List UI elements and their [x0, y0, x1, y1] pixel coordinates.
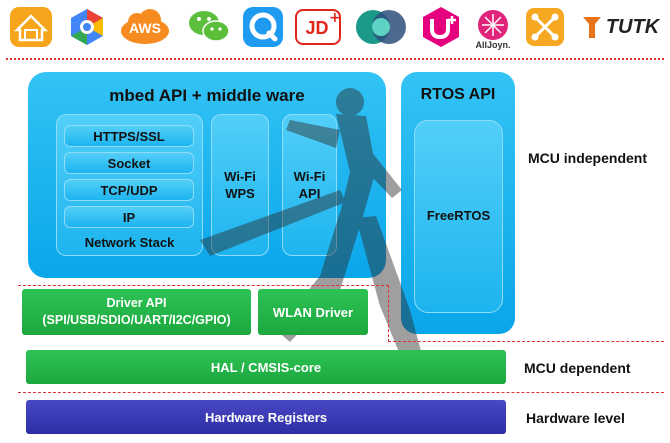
driver-api-buses: (SPI/USB/SDIO/UART/I2C/GPIO) — [42, 313, 231, 327]
wlan-driver-block: WLAN Driver — [258, 289, 368, 335]
jd-logo: + JD — [294, 6, 342, 48]
q-circle-icon — [243, 7, 283, 47]
overlapping-hexagons-icon — [356, 10, 406, 44]
wifi-wps-line1: Wi-Fi — [224, 169, 256, 184]
alljoyn-label: AllJoyn. — [475, 40, 511, 50]
jd-label: JD — [305, 18, 329, 38]
home-icon — [10, 7, 52, 47]
driver-api-block: Driver API (SPI/USB/SDIO/UART/I2C/GPIO) — [22, 289, 251, 335]
wifi-api-box — [282, 114, 337, 256]
cloud-icon — [121, 9, 169, 44]
independent-boundary — [18, 285, 389, 286]
qq-browser-logo — [240, 6, 286, 48]
https-ssl-layer: HTTPS/SSL — [64, 125, 194, 147]
tutk-label: TUTK — [605, 15, 660, 38]
wifi-api-label: Wi-Fi API — [282, 168, 337, 202]
jd-plus-icon: + — [295, 9, 341, 45]
freertos-label: FreeRTOS — [426, 208, 491, 223]
figure-watermark — [200, 88, 426, 374]
alljoyn-logo: AllJoyn. — [468, 6, 518, 56]
tutk-mark-icon — [582, 17, 601, 38]
hal-cmsis-block: HAL / CMSIS-core — [26, 350, 506, 384]
driver-api-text: Driver API (SPI/USB/SDIO/UART/I2C/GPIO) — [42, 295, 230, 329]
wifi-wps-line2: WPS — [225, 186, 255, 201]
wechat-logo — [186, 6, 232, 48]
smart-home-logo — [522, 6, 568, 48]
network-stack-label: Network Stack — [84, 235, 175, 250]
aws-logo: AWS — [118, 6, 172, 48]
u-plus-icon — [423, 7, 459, 47]
rtos-title: RTOS API — [420, 86, 496, 103]
socket-layer: Socket — [64, 152, 194, 174]
u-plus-logo — [418, 6, 464, 48]
mcu-independent-label: MCU independent — [528, 150, 647, 166]
hexagon-icon — [71, 9, 103, 45]
tutk-logo: TUTK — [574, 6, 666, 48]
mbed-title: mbed API + middle ware — [109, 86, 305, 105]
top-divider — [6, 58, 664, 60]
chat-bubbles-icon — [189, 11, 230, 42]
driver-api-title: Driver API — [106, 296, 167, 310]
hardware-divider — [18, 392, 664, 393]
independent-boundary-right — [388, 341, 664, 342]
mcu-dependent-label: MCU dependent — [524, 360, 631, 376]
tcp-udp-layer: TCP/UDP — [64, 179, 194, 201]
google-cloud-logo — [64, 6, 110, 48]
homekit-logo — [6, 6, 56, 48]
svg-text:+: + — [329, 10, 341, 26]
wifi-wps-label: Wi-Fi WPS — [211, 168, 269, 202]
freertos-box — [414, 120, 503, 313]
wifi-wps-box — [211, 114, 269, 256]
burst-icon — [478, 10, 508, 40]
independent-boundary-vertical — [388, 285, 389, 342]
wifi-api-line2: API — [298, 186, 321, 201]
x-nodes-icon — [526, 8, 564, 46]
wifi-api-line1: Wi-Fi — [293, 169, 326, 184]
hardware-registers-block: Hardware Registers — [26, 400, 506, 434]
ip-layer: IP — [64, 206, 194, 228]
azure-iot-logo — [352, 6, 410, 48]
hardware-level-label: Hardware level — [526, 410, 625, 426]
aws-label: AWS — [129, 20, 161, 36]
